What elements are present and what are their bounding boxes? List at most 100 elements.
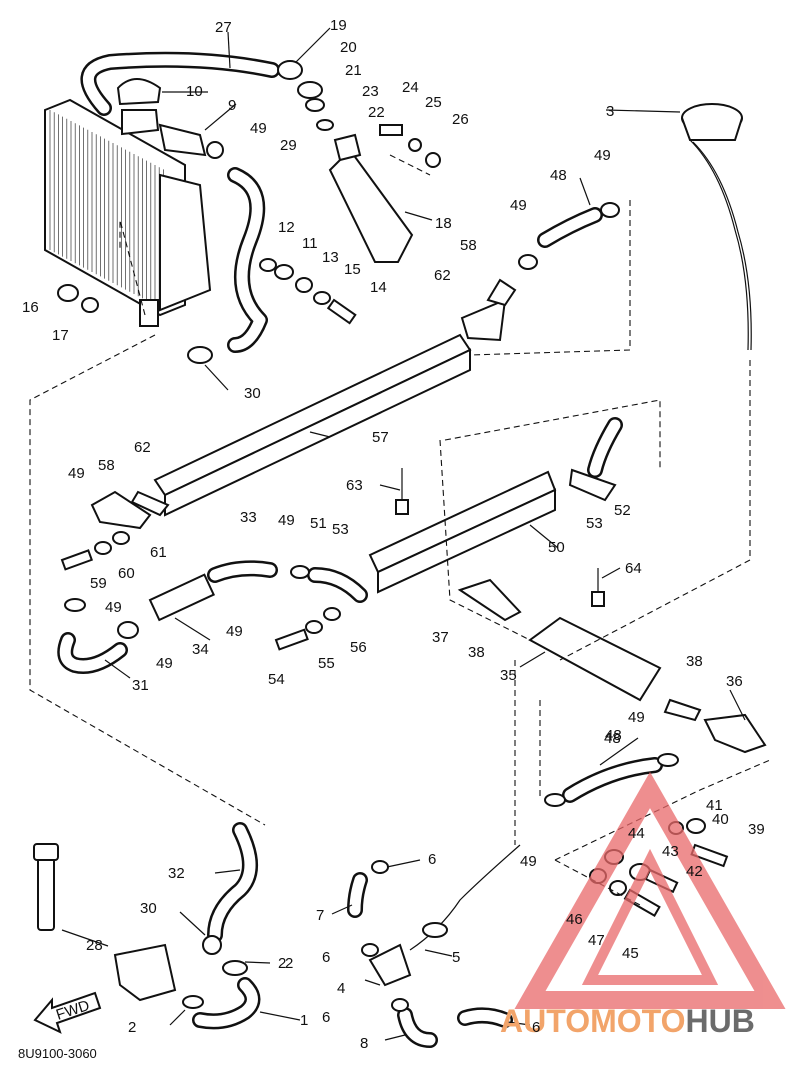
part-label-31: 31 [132, 677, 149, 694]
part-label-49-h: 49 [226, 623, 243, 640]
reservoir-tank [328, 133, 414, 263]
part-label-38: 38 [468, 644, 485, 661]
part-label-2-c: 2 [285, 955, 293, 972]
part-label-17: 17 [52, 327, 69, 344]
part-label-64: 64 [625, 560, 642, 577]
pipe-joint [568, 468, 617, 502]
drawing-code: 8U9100-3060 [18, 1046, 97, 1061]
part-label-51: 51 [310, 515, 327, 532]
pipe-joint-upper [460, 278, 517, 342]
part-label-49-b: 49 [520, 853, 537, 870]
part-label-60: 60 [118, 565, 135, 582]
watermark-text: AUTOMOTOHUB [500, 1003, 755, 1039]
hose-clamp [544, 793, 566, 807]
part-label-3: 3 [606, 103, 614, 120]
hose-28 [33, 843, 59, 931]
part-label-26: 26 [452, 111, 469, 128]
part-label-29: 29 [280, 137, 297, 154]
pipe-fitting [457, 578, 522, 622]
part-label-27: 27 [215, 19, 232, 36]
pipe-bolt [591, 568, 605, 607]
hose-clamp [290, 565, 310, 579]
part-label-20: 20 [340, 39, 357, 56]
part-label-12: 12 [278, 219, 295, 236]
pipe-bolt [395, 468, 409, 515]
part-label-7: 7 [316, 907, 324, 924]
part-label-49-g: 49 [105, 599, 122, 616]
part-label-41: 41 [706, 797, 723, 814]
part-label-58-b: 58 [98, 457, 115, 474]
hose-clamp [361, 943, 379, 957]
fwd-label: FWD [54, 997, 92, 1024]
part-label-6-b: 6 [322, 949, 330, 966]
part-label-36: 36 [726, 673, 743, 690]
part-label-32: 32 [168, 865, 185, 882]
part-label-52: 52 [614, 502, 631, 519]
hose-clamp [182, 995, 204, 1009]
pipe-bolt-set [60, 531, 130, 571]
part-label-13: 13 [322, 249, 339, 266]
part-label-11: 11 [302, 235, 318, 252]
part-label-19: 19 [330, 17, 347, 34]
part-label-54: 54 [268, 671, 285, 688]
part-label-37: 37 [432, 629, 449, 646]
part-label-48-c: 48 [605, 727, 622, 744]
part-label-8: 8 [360, 1035, 368, 1052]
hose-clamp [64, 598, 86, 612]
part-label-16: 16 [22, 299, 39, 316]
part-label-38-b: 38 [686, 653, 703, 670]
part-label-45: 45 [622, 945, 639, 962]
part-label-34: 34 [192, 641, 209, 658]
reservoir-cap [681, 103, 752, 351]
pipe-joint-lower [90, 490, 170, 530]
hose-clamp [206, 141, 224, 159]
part-label-49-e: 49 [68, 465, 85, 482]
part-label-63: 63 [346, 477, 363, 494]
part-label-62: 62 [434, 267, 451, 284]
part-label-1: 1 [300, 1012, 308, 1029]
water-pump [113, 935, 248, 1002]
leader-lines [61, 27, 746, 1041]
part-label-55: 55 [318, 655, 335, 672]
pipe-fitting-36 [703, 713, 767, 754]
part-label-2-b: 2 [128, 1019, 136, 1036]
part-label-49-c: 49 [594, 147, 611, 164]
part-label-44: 44 [628, 825, 645, 842]
assembly-lines [29, 154, 771, 906]
radiator-cap [116, 78, 162, 136]
part-label-53: 53 [332, 521, 349, 538]
part-label-49-f: 49 [278, 512, 295, 529]
reservoir-bolt-set [379, 124, 441, 168]
coolant-pipe-rear [528, 616, 662, 702]
part-label-18: 18 [435, 215, 452, 232]
coolant-pipe-lower [368, 470, 557, 594]
part-label-5: 5 [452, 949, 460, 966]
part-label-58: 58 [460, 237, 477, 254]
part-label-10: 10 [186, 83, 203, 100]
part-label-50: 50 [548, 539, 565, 556]
part-label-46: 46 [566, 911, 583, 928]
hose-clamp [391, 998, 409, 1012]
filler-cap-parts [277, 60, 334, 131]
part-label-49: 49 [250, 120, 267, 137]
grommet [57, 284, 79, 302]
hose-clamp [371, 860, 389, 874]
part-label-59: 59 [90, 575, 107, 592]
part-label-47: 47 [588, 932, 605, 949]
part-label-49-i: 49 [156, 655, 173, 672]
thermostat-housing [117, 573, 216, 639]
fitting-bolt-set [274, 607, 341, 651]
fitting [422, 922, 448, 938]
part-label-49-d: 49 [510, 197, 527, 214]
part-number-labels: 1 2 3 5 6 7 8 9 10 11 12 13 14 15 16 17 … [22, 17, 765, 1052]
part-label-33: 33 [240, 509, 257, 526]
part-label-57: 57 [372, 429, 389, 446]
radiator [44, 98, 212, 327]
part-label-2: 2 [278, 955, 286, 972]
hose-clamp [600, 202, 620, 218]
o-ring [663, 698, 702, 722]
part-label-14: 14 [370, 279, 387, 296]
joint-4 [368, 943, 412, 987]
part-label-24: 24 [402, 79, 419, 96]
